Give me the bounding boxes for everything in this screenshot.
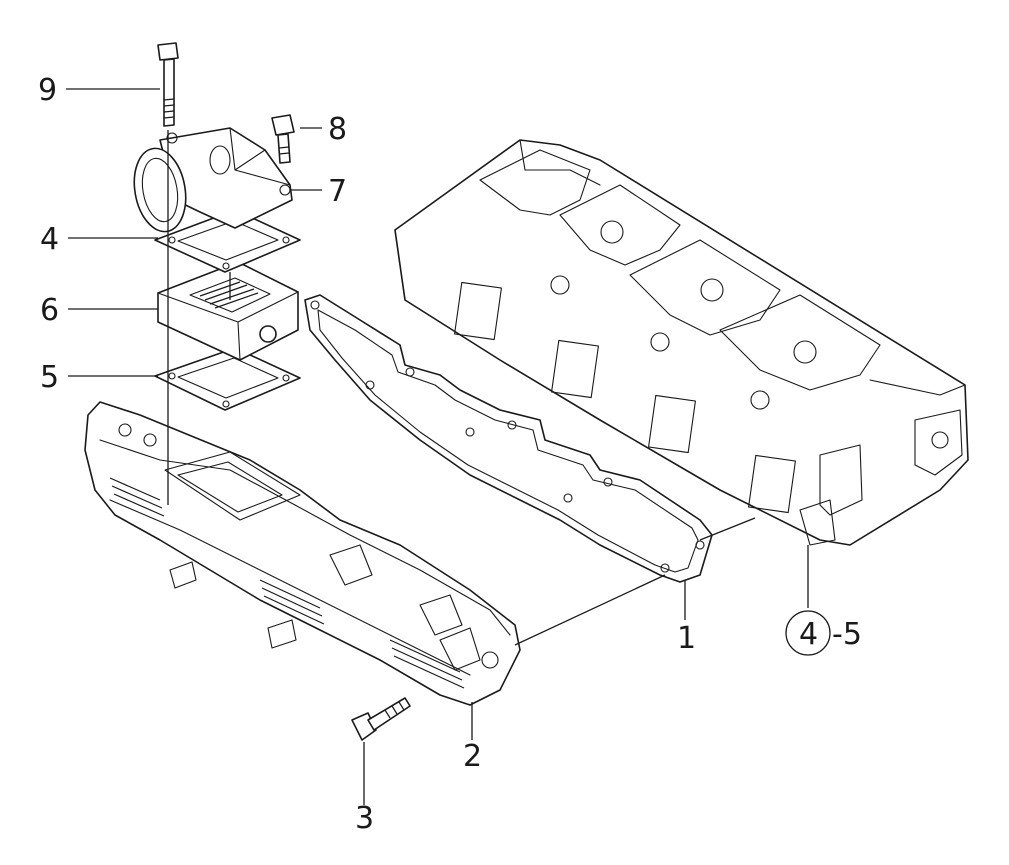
callout-4-5-suffix: -5 — [832, 617, 862, 652]
gasket-5 — [154, 347, 301, 411]
long-bolt-9 — [157, 42, 179, 127]
cylinder-head — [394, 139, 969, 546]
callout-4: 4 — [40, 222, 59, 257]
alignment-lines — [167, 130, 756, 646]
callout-4-5-circle — [785, 610, 831, 656]
callout-9: 9 — [38, 73, 57, 108]
callout-8: 8 — [328, 112, 347, 147]
callout-2: 2 — [463, 739, 482, 774]
callout-3: 3 — [355, 801, 374, 836]
callout-7: 7 — [328, 174, 347, 209]
callout-4-5-circle-number: 4 — [799, 617, 818, 652]
leader-lines — [66, 88, 809, 805]
callout-5: 5 — [40, 360, 59, 395]
manifold-gasket — [304, 294, 713, 583]
heater-spacer-6 — [157, 261, 299, 361]
exhaust-manifold — [84, 401, 521, 706]
short-bolt-8 — [271, 114, 295, 164]
callout-labels: 9 8 7 4 6 5 1 2 3 4 -5 — [38, 73, 862, 836]
callout-6: 6 — [40, 293, 59, 328]
inlet-elbow-7 — [133, 127, 293, 233]
manifold-bolt-3 — [351, 697, 411, 741]
callout-1: 1 — [677, 621, 696, 656]
